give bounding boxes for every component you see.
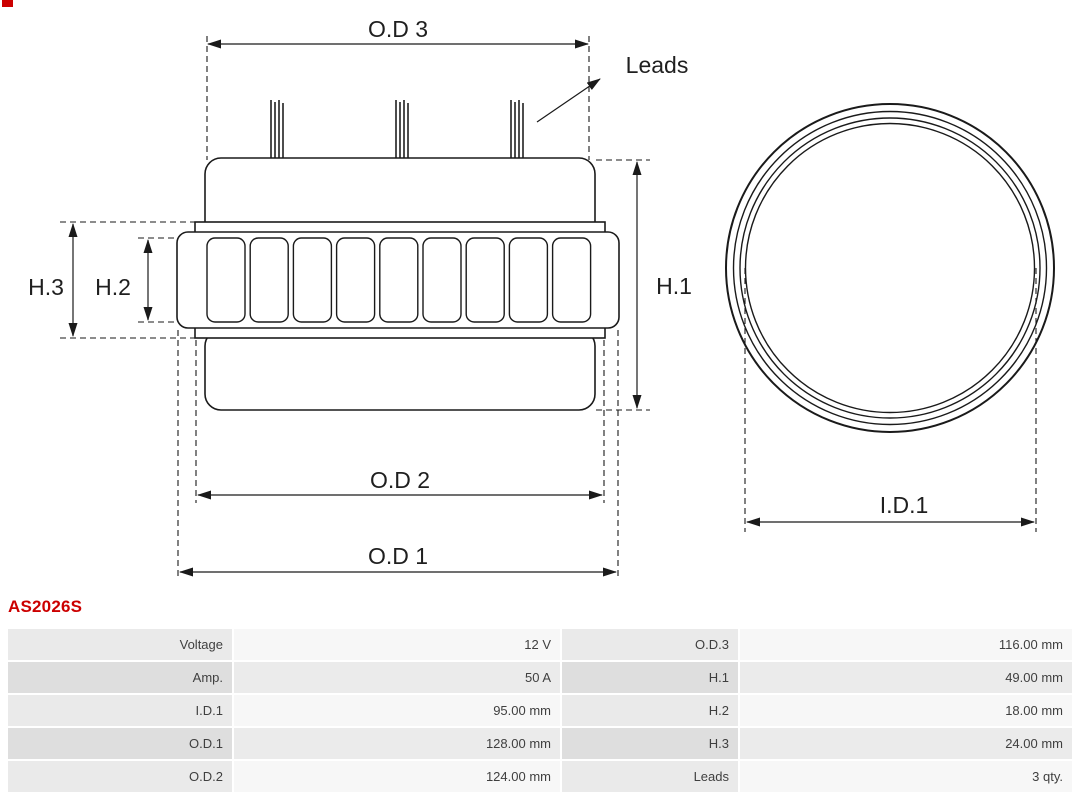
stator-side-view (176, 100, 620, 411)
table-row: I.D.1 95.00 mm H.2 18.00 mm (8, 695, 1072, 726)
spec-table: Voltage 12 V O.D.3 116.00 mm Amp. 50 A H… (6, 627, 1074, 794)
table-row: O.D.1 128.00 mm H.3 24.00 mm (8, 728, 1072, 759)
spec-label-cell: Leads (562, 761, 738, 792)
spec-label-cell: H.1 (562, 662, 738, 693)
spec-value-cell: 12 V (234, 629, 560, 660)
spec-label-cell: O.D.2 (8, 761, 232, 792)
spec-label-cell: Amp. (8, 662, 232, 693)
table-row: O.D.2 124.00 mm Leads 3 qty. (8, 761, 1072, 792)
spec-value-cell: 50 A (234, 662, 560, 693)
dim-label-id1: I.D.1 (880, 492, 929, 518)
spec-label-cell: H.2 (562, 695, 738, 726)
core-slots (206, 237, 592, 323)
dimension-lines (68, 39, 1035, 577)
spec-value-cell: 24.00 mm (740, 728, 1072, 759)
spec-label-cell: O.D.3 (562, 629, 738, 660)
spec-label-cell: O.D.1 (8, 728, 232, 759)
dim-label-h1: H.1 (656, 273, 692, 299)
spec-value-cell: 95.00 mm (234, 695, 560, 726)
spec-value-cell: 124.00 mm (234, 761, 560, 792)
dim-label-od1: O.D 1 (368, 543, 428, 569)
table-row: Amp. 50 A H.1 49.00 mm (8, 662, 1072, 693)
dim-label-h3: H.3 (28, 274, 64, 300)
spec-label-cell: H.3 (562, 728, 738, 759)
extension-lines (60, 36, 1037, 580)
corner-logo-fragment (2, 0, 13, 7)
spec-value-cell: 3 qty. (740, 761, 1072, 792)
dim-label-h2: H.2 (95, 274, 131, 300)
stator-technical-diagram: O.D 3 Leads H.1 H.2 H.3 O.D 2 O.D 1 I.D.… (28, 16, 1055, 580)
spec-value-cell: 18.00 mm (740, 695, 1072, 726)
spec-label-cell: I.D.1 (8, 695, 232, 726)
stator-body-bottom (204, 329, 596, 411)
leads-label: Leads (626, 52, 689, 78)
diagram-area: O.D 3 Leads H.1 H.2 H.3 O.D 2 O.D 1 I.D.… (28, 16, 1055, 580)
spec-label-cell: Voltage (8, 629, 232, 660)
spec-value-cell: 49.00 mm (740, 662, 1072, 693)
lead-wires (270, 100, 524, 159)
table-row: Voltage 12 V O.D.3 116.00 mm (8, 629, 1072, 660)
spec-value-cell: 116.00 mm (740, 629, 1072, 660)
dim-label-od3: O.D 3 (368, 16, 428, 42)
spec-value-cell: 128.00 mm (234, 728, 560, 759)
stator-front-view (725, 103, 1055, 433)
leads-arrow (536, 78, 601, 123)
dim-label-od2: O.D 2 (370, 467, 430, 493)
part-number: AS2026S (8, 597, 83, 616)
